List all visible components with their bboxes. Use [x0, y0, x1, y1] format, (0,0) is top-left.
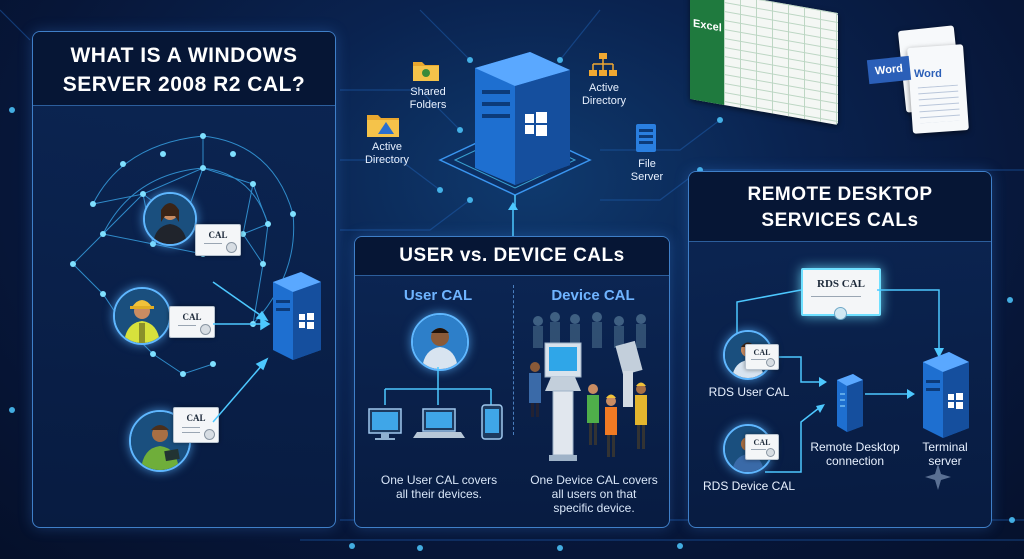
user-avatar [411, 313, 469, 371]
server-to-center-arrow [508, 202, 518, 236]
device-cal-caption: One Device CAL covers all users on that … [530, 473, 658, 515]
rds-user-cal-label: RDS User CAL [708, 385, 790, 399]
center-panel: USER vs. DEVICE CALs User CAL Device CAL… [354, 236, 670, 528]
terminal-server-icon [923, 352, 969, 438]
remote-desktop-gateway-icon [837, 374, 863, 432]
tablet-icon [481, 404, 503, 440]
file-server-icon [634, 122, 658, 154]
user-devices-diagram [368, 367, 503, 440]
right-panel-title: REMOTE DESKTOP SERVICES CALs [689, 172, 991, 242]
users-group-icon [529, 362, 647, 457]
user-cal-heading: User CAL [403, 287, 473, 304]
left-panel-arrows [212, 281, 271, 423]
monitor-icon [368, 408, 402, 440]
left-panel-title: WHAT IS A WINDOWS SERVER 2008 R2 CAL? [33, 32, 335, 106]
cal-certificate-1: CAL [195, 224, 241, 256]
word-label-2: Word [914, 68, 942, 80]
file-server-label: File Server [630, 158, 664, 183]
businesswoman-avatar [143, 192, 197, 246]
right-panel: REMOTE DESKTOP SERVICES CALs RDS CAL CAL… [688, 171, 992, 528]
shared-kiosk-diagram [529, 312, 647, 461]
left-panel: WHAT IS A WINDOWS SERVER 2008 R2 CAL? [32, 31, 336, 528]
rds-cal-certificate: RDS CAL [801, 268, 881, 320]
central-server-diagram [438, 52, 592, 210]
second-terminal-icon [615, 340, 643, 407]
active-directory-folder-icon [366, 110, 400, 138]
left-server-icon [273, 272, 321, 360]
construction-worker-avatar [113, 287, 171, 345]
center-panel-title: USER vs. DEVICE CALs [355, 237, 669, 276]
shared-folders-label: Shared Folders [409, 86, 447, 111]
kiosk-icon [544, 342, 582, 461]
device-cal-heading: Device CAL [551, 287, 635, 304]
active-directory-tree-icon [588, 52, 618, 78]
word-label-1: Word [866, 55, 912, 85]
server-tower-icon [475, 52, 570, 185]
cal-certificate-2: CAL [169, 306, 215, 338]
sparkle-icon [925, 464, 951, 490]
active-directory-right-label: Active Directory [581, 82, 626, 107]
rds-device-cal-certificate: CAL [745, 434, 779, 460]
rds-user-cal-certificate: CAL [745, 344, 779, 370]
remote-desktop-connection-label: Remote Desktop connection [810, 440, 900, 468]
shared-folder-icon [412, 58, 440, 82]
cal-certificate-3: CAL [173, 407, 219, 443]
word-documents-icon: Word Word [866, 25, 975, 138]
terminal-server-label: Terminal server [922, 440, 968, 468]
rds-device-cal-label: RDS Device CAL [702, 479, 796, 493]
active-directory-left-label: Active Directory [364, 141, 409, 166]
user-cal-caption: One User CAL covers all their devices. [380, 473, 498, 501]
center-divider [513, 285, 515, 435]
laptop-icon [413, 408, 465, 438]
